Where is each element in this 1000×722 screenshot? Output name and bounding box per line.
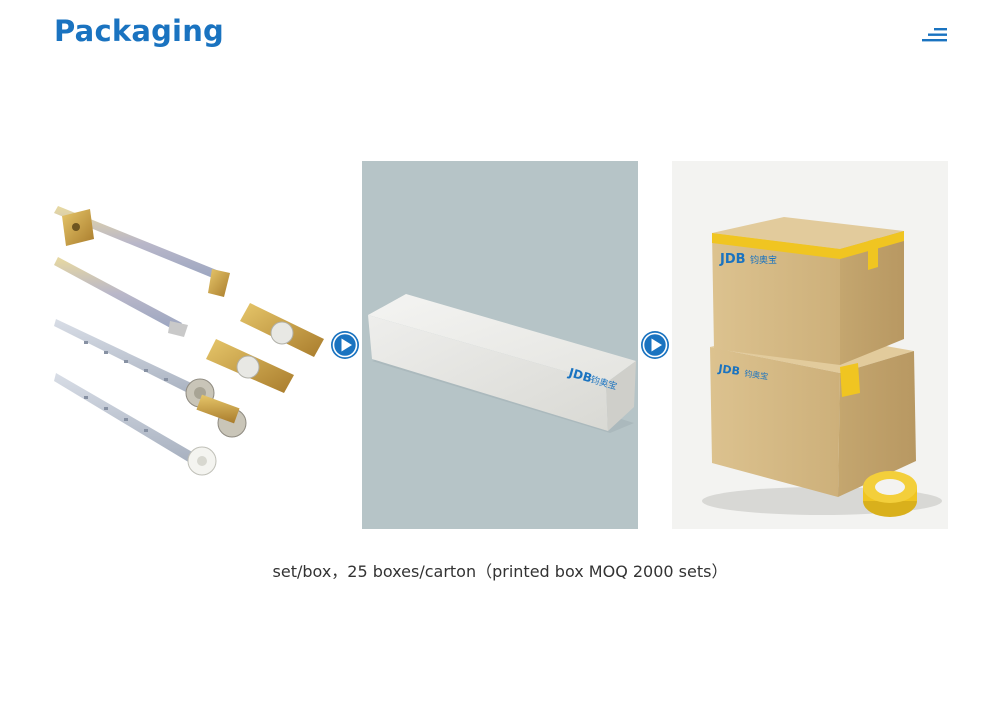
carton-logo-top: JDB: [719, 252, 746, 267]
carton-logo-bottom-cn: 钧奥宝: [744, 368, 769, 381]
cardboard-carton-image: JDB 钧奥宝 JDB 钧奥宝: [702, 217, 942, 517]
white-box-image: JDB 钧奥宝: [368, 294, 636, 433]
box-logo: JDB: [566, 365, 593, 385]
carton-logo-top-cn: 钧奥宝: [750, 254, 777, 266]
gallery-item-hardware: [54, 161, 330, 529]
drawer-slide-hardware-image: [54, 206, 324, 476]
packaging-caption: set/box，25 boxes/carton（printed box MOQ …: [272, 562, 728, 581]
menu-lines-icon: [922, 28, 947, 42]
play-arrow-icon: [641, 331, 669, 359]
gallery-item-box: JDB 钧奥宝: [362, 161, 638, 529]
gallery-item-carton: JDB 钧奥宝 JDB 钧奥宝: [672, 161, 948, 529]
next-arrow-button[interactable]: [640, 330, 670, 360]
carton-logo-bottom: JDB: [717, 362, 741, 378]
page-title: Packaging: [54, 14, 224, 48]
play-arrow-icon: [331, 331, 359, 359]
menu-button[interactable]: [920, 26, 950, 46]
next-arrow-button[interactable]: [330, 330, 360, 360]
